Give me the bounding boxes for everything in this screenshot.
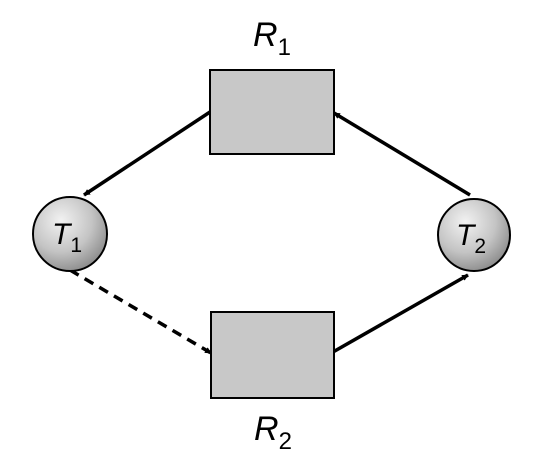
resource-r2: R2 (210, 311, 335, 455)
resource-r1-label: R1 (253, 16, 291, 61)
edges (69, 110, 471, 355)
resource-r1: R1 (209, 16, 335, 155)
resource-r2-label: R2 (254, 410, 292, 455)
edge-t1-to-r2 (69, 268, 212, 355)
thread-t2-label: T2 (456, 219, 486, 258)
thread-t2-node (437, 198, 511, 272)
thread-t2: T2 (437, 198, 511, 272)
resource-r1-box (209, 69, 335, 155)
edge-r2-to-t2 (332, 273, 469, 354)
edge-t2-to-r1 (333, 111, 471, 197)
resource-r2-box (210, 311, 335, 399)
edge-r1-to-t1 (83, 110, 211, 197)
thread-t1: T1 (32, 196, 108, 272)
thread-t1-node (32, 196, 108, 272)
thread-t1-label: T1 (52, 218, 82, 257)
